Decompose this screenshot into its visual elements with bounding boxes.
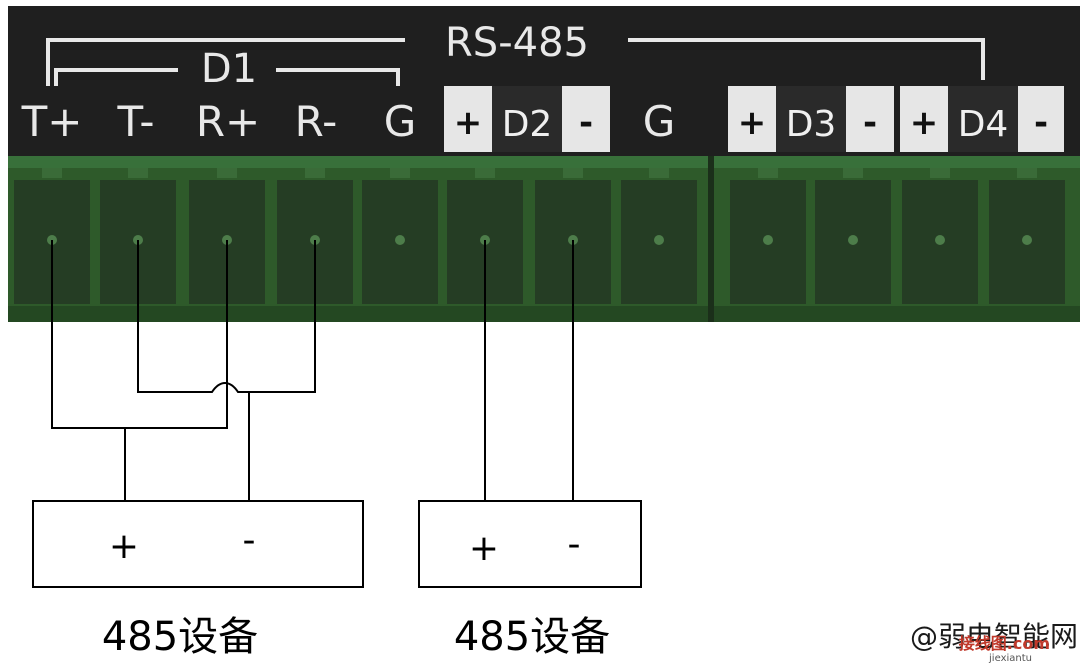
terminal-tab bbox=[843, 168, 863, 178]
device-1: + - 485设备 bbox=[32, 500, 364, 660]
d2-plus-box bbox=[444, 86, 492, 152]
terminal-tab bbox=[758, 168, 778, 178]
terminal-screw bbox=[395, 235, 405, 245]
d3-label-box bbox=[776, 86, 846, 152]
terminal-screw bbox=[654, 235, 664, 245]
terminal-tab bbox=[930, 168, 950, 178]
wire-t-plus bbox=[51, 240, 228, 429]
terminal-tab bbox=[1017, 168, 1037, 178]
watermark: @弱电智能网 接线图.com jiexiantu bbox=[910, 620, 1078, 664]
rs485-bracket: RS-485 bbox=[46, 20, 985, 86]
terminal-tab bbox=[42, 168, 62, 178]
d4-label: D4 bbox=[958, 104, 1009, 145]
terminal-tab bbox=[217, 168, 237, 178]
terminal-label-t-minus: T- bbox=[117, 97, 155, 146]
d2-label-box bbox=[492, 86, 562, 152]
device-2-plus: + bbox=[469, 528, 499, 569]
terminal-tab bbox=[563, 168, 583, 178]
terminal-block-bottom-edge bbox=[8, 306, 1080, 322]
device-1-minus: - bbox=[243, 520, 256, 561]
terminal-label-r-plus: R+ bbox=[196, 97, 260, 146]
d3-minus-box bbox=[846, 86, 894, 152]
d2-minus-box bbox=[562, 86, 610, 152]
device-2-box bbox=[418, 500, 642, 588]
watermark-sub: jiexiantu bbox=[988, 653, 1032, 664]
terminal-tab bbox=[649, 168, 669, 178]
terminal-block-top-edge bbox=[8, 156, 1080, 168]
terminal-screw bbox=[763, 235, 773, 245]
d3-plus: + bbox=[738, 103, 767, 143]
d4-label-box bbox=[948, 86, 1018, 152]
watermark-text: @弱电智能网 bbox=[910, 620, 1078, 653]
d2-label: D2 bbox=[502, 104, 553, 145]
terminal-tab bbox=[128, 168, 148, 178]
d2-wiring bbox=[484, 240, 574, 528]
wire-t-minus bbox=[137, 240, 316, 393]
rs485-label: RS-485 bbox=[445, 20, 589, 66]
terminal-tab bbox=[390, 168, 410, 178]
terminal-label-g2: G bbox=[643, 97, 676, 146]
terminal-tab bbox=[475, 168, 495, 178]
d3-minus: - bbox=[863, 103, 877, 143]
d2-minus: - bbox=[579, 103, 593, 143]
d2-group: + D2 - bbox=[444, 86, 610, 152]
d4-plus: + bbox=[910, 103, 939, 143]
watermark-logo: 接线图.com bbox=[959, 634, 1050, 653]
device-2-caption: 485设备 bbox=[454, 614, 610, 660]
terminal-screw bbox=[935, 235, 945, 245]
terminal-screw bbox=[1022, 235, 1032, 245]
terminal-label-g1: G bbox=[384, 97, 417, 146]
d3-label: D3 bbox=[786, 104, 837, 145]
d3-group: + D3 - bbox=[728, 86, 894, 152]
terminal-cells bbox=[14, 168, 1065, 304]
terminal-label-r-minus: R- bbox=[295, 97, 338, 146]
d2-plus: + bbox=[454, 103, 483, 143]
d4-group: + D4 - bbox=[900, 86, 1064, 152]
device-2: + - 485设备 bbox=[418, 500, 642, 660]
device-2-minus: - bbox=[568, 524, 581, 565]
device-1-caption: 485设备 bbox=[102, 614, 258, 660]
d1-bracket: D1 bbox=[54, 46, 400, 92]
d4-minus-box bbox=[1018, 86, 1064, 152]
device-1-box bbox=[32, 500, 364, 588]
d4-plus-box bbox=[900, 86, 948, 152]
terminal-block-separator bbox=[708, 156, 714, 322]
d4-minus: - bbox=[1034, 103, 1048, 143]
d1-label: D1 bbox=[201, 46, 257, 92]
terminal-label-t-plus: T+ bbox=[21, 97, 83, 146]
terminal-tab bbox=[305, 168, 325, 178]
terminal-screw bbox=[848, 235, 858, 245]
d3-plus-box bbox=[728, 86, 776, 152]
device-1-plus: + bbox=[109, 526, 139, 567]
terminal-block bbox=[8, 156, 1080, 322]
